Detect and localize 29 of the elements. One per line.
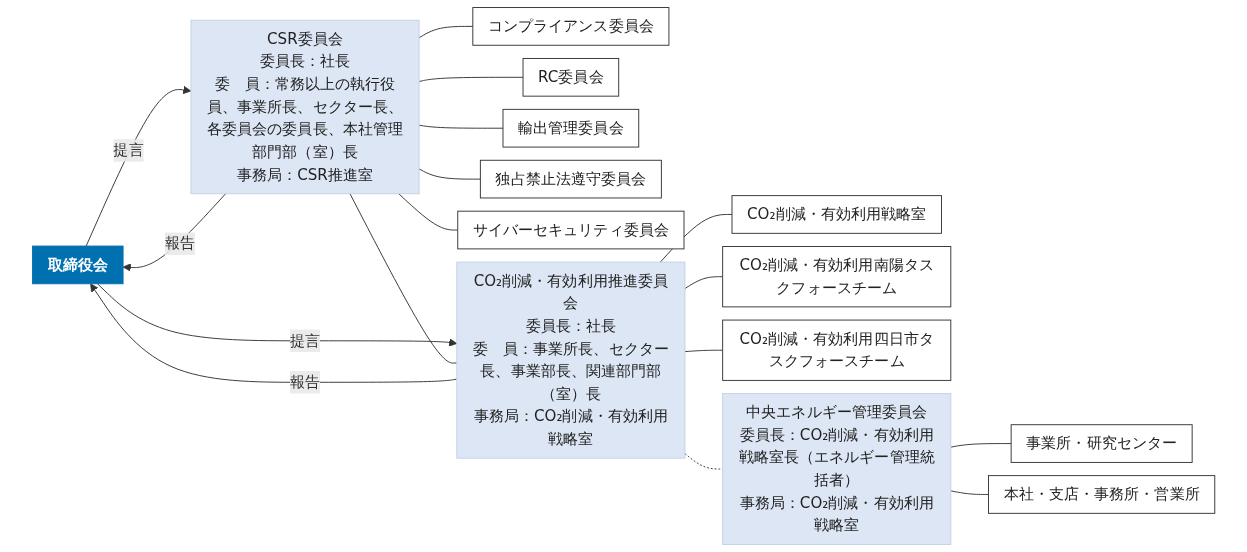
edge-label: 報告 [289,372,320,391]
connector [950,490,989,495]
node-box: 本社・支店・事務所・営業所 [987,475,1216,514]
node-box: CO₂削減・有効利用南陽タスクフォースチーム [722,246,952,308]
node-box: RC委員会 [522,58,619,97]
node-box: 独占禁止法遵守委員会 [479,159,662,199]
connector [684,276,723,289]
node-box: コンプライアンス委員会 [472,7,670,46]
node-box: 輸出管理委員会 [502,108,640,148]
node-box: CSR委員会 委員長：社長 委 員：常務以上の執行役員、事業所長、セクター長、各委員会の委員長、本社管理部門部（室）長 事務局：CSR推進室 [190,19,420,195]
node-box: 取締役会 [31,245,124,285]
connector [418,124,504,129]
connector [418,168,481,180]
node-box: CO₂削減・有効利用推進委員会 委員長：社長 委 員：事業所長、セクター長、事業部長、関連部門部（室）長 事務局：CO₂削減・有効利用戦略室 [456,261,686,459]
connector [684,349,723,353]
connector [398,193,459,231]
node-box: 中央エネルギー管理委員会 委員長：CO₂削減・有効利用戦略室長（エネルギー管理統括者） 事務局：CO₂削減・有効利用戦略室 [722,393,952,545]
node-box: CO₂削減・有効利用戦略室 [731,195,942,234]
node-box: CO₂削減・有効利用四日市タスクフォースチーム [722,319,952,381]
connector [418,76,524,82]
node-box: サイバーセキュリティ委員会 [457,210,685,250]
edge-label: 提言 [113,141,144,159]
connector [418,25,474,39]
node-box: 事業所・研究センター [1010,424,1193,463]
connector [349,193,458,364]
connector [684,453,723,470]
edge-label: 報告 [164,234,195,253]
connector [950,443,1012,448]
edge-label: 提言 [289,331,320,350]
